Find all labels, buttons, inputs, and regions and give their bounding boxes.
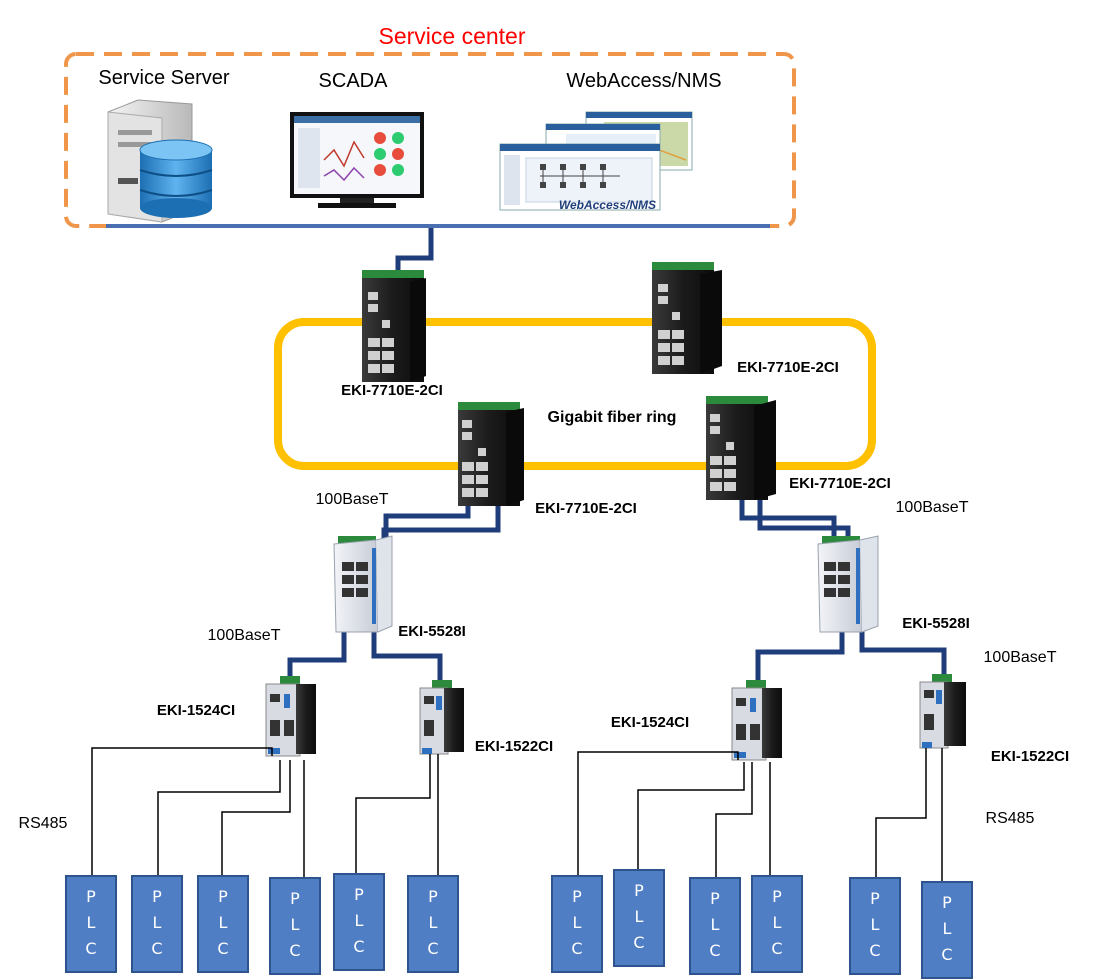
serial-label-1522-right: EKI-1522CI bbox=[991, 748, 1069, 765]
plc-letter: P bbox=[710, 889, 720, 908]
serial-label-1524-right: EKI-1524CI bbox=[611, 714, 689, 731]
plc-box: PLC bbox=[613, 869, 665, 967]
plc-box: PLC bbox=[751, 875, 803, 973]
switch-label-bottom-left: EKI-7710E-2CI bbox=[535, 500, 637, 517]
plc-letter: L bbox=[291, 915, 300, 934]
plc-box: PLC bbox=[333, 873, 385, 971]
plc-letter: P bbox=[942, 893, 952, 912]
rs485-wiring bbox=[91, 747, 943, 884]
plc-letter: L bbox=[871, 915, 880, 934]
scada-label: SCADA bbox=[319, 70, 389, 92]
access-switch-label-left: EKI-5528I bbox=[398, 623, 466, 640]
switch-7710-top-right bbox=[652, 262, 722, 374]
serial-server-1524-left bbox=[265, 676, 316, 757]
plc-letter: C bbox=[427, 939, 438, 958]
plc-box: PLC bbox=[407, 875, 459, 973]
database-icon bbox=[139, 139, 213, 218]
rs485-label-right: RS485 bbox=[986, 810, 1035, 827]
plc-letter: C bbox=[151, 939, 162, 958]
plc-letter: C bbox=[217, 939, 228, 958]
plc-letter: L bbox=[429, 913, 438, 932]
plc-letter: P bbox=[634, 881, 644, 900]
switch-7710-bottom-left bbox=[458, 402, 524, 506]
nms-logo-text: WebAccess/NMS bbox=[559, 198, 656, 212]
plc-box: PLC bbox=[131, 875, 183, 973]
serial-server-1522-right bbox=[919, 674, 966, 749]
serial-server-1522-left bbox=[419, 680, 464, 755]
nms-label: WebAccess/NMS bbox=[566, 70, 721, 92]
plc-letter: L bbox=[153, 913, 162, 932]
plc-letter: P bbox=[290, 889, 300, 908]
plc-letter: C bbox=[941, 945, 952, 964]
plc-letter: C bbox=[571, 939, 582, 958]
plc-letter: C bbox=[771, 939, 782, 958]
scada-monitor-icon bbox=[290, 112, 424, 208]
plc-letter: C bbox=[633, 933, 644, 952]
switch-label-top-left: EKI-7710E-2CI bbox=[341, 382, 443, 399]
switch-label-bottom-right: EKI-7710E-2CI bbox=[789, 475, 891, 492]
plc-letter: C bbox=[869, 941, 880, 960]
service-server-label: Service Server bbox=[98, 67, 229, 89]
nms-screens-icon bbox=[499, 111, 693, 211]
plc-letter: P bbox=[772, 887, 782, 906]
switch-5528-left bbox=[333, 535, 393, 633]
serial-label-1522-left: EKI-1522CI bbox=[475, 738, 553, 755]
plc-letter: L bbox=[943, 919, 952, 938]
plc-letter: L bbox=[635, 907, 644, 926]
plc-box: PLC bbox=[849, 877, 901, 975]
rs485-label-left: RS485 bbox=[19, 815, 68, 832]
serial-label-1524-left: EKI-1524CI bbox=[157, 702, 235, 719]
plc-box: PLC bbox=[65, 875, 117, 973]
plc-letter: C bbox=[353, 937, 364, 956]
plc-letter: C bbox=[85, 939, 96, 958]
switch-7710-bottom-right bbox=[706, 396, 776, 500]
plc-box: PLC bbox=[551, 875, 603, 973]
plc-box: PLC bbox=[269, 877, 321, 975]
link-label-right-mid: 100BaseT bbox=[984, 649, 1057, 666]
plc-letter: P bbox=[152, 887, 162, 906]
plc-letter: P bbox=[572, 887, 582, 906]
plc-box: PLC bbox=[197, 875, 249, 973]
fiber-ring bbox=[274, 318, 876, 470]
plc-letter: C bbox=[289, 941, 300, 960]
serial-server-1524-right bbox=[731, 680, 782, 761]
service-center-title: Service center bbox=[378, 23, 525, 49]
link-label-left-mid: 100BaseT bbox=[208, 627, 281, 644]
plc-letter: P bbox=[354, 885, 364, 904]
plc-box: PLC bbox=[921, 881, 973, 979]
ethernet-links bbox=[287, 228, 947, 684]
ring-label: Gigabit fiber ring bbox=[548, 409, 677, 426]
plc-letter: L bbox=[219, 913, 228, 932]
plc-letter: P bbox=[428, 887, 438, 906]
plc-letter: L bbox=[87, 913, 96, 932]
switch-5528-right bbox=[817, 535, 879, 633]
plc-letter: L bbox=[773, 913, 782, 932]
plc-letter: L bbox=[573, 913, 582, 932]
link-label-right-top: 100BaseT bbox=[896, 499, 969, 516]
plc-box: PLC bbox=[689, 877, 741, 975]
plc-letter: P bbox=[870, 889, 880, 908]
access-switch-label-right: EKI-5528I bbox=[902, 615, 970, 632]
switch-7710-top-left bbox=[362, 270, 426, 382]
plc-letter: L bbox=[711, 915, 720, 934]
plc-letter: L bbox=[355, 911, 364, 930]
plc-letter: P bbox=[86, 887, 96, 906]
plc-letter: P bbox=[218, 887, 228, 906]
switch-label-top-right: EKI-7710E-2CI bbox=[737, 359, 839, 376]
plc-letter: C bbox=[709, 941, 720, 960]
link-label-left-top: 100BaseT bbox=[316, 491, 389, 508]
